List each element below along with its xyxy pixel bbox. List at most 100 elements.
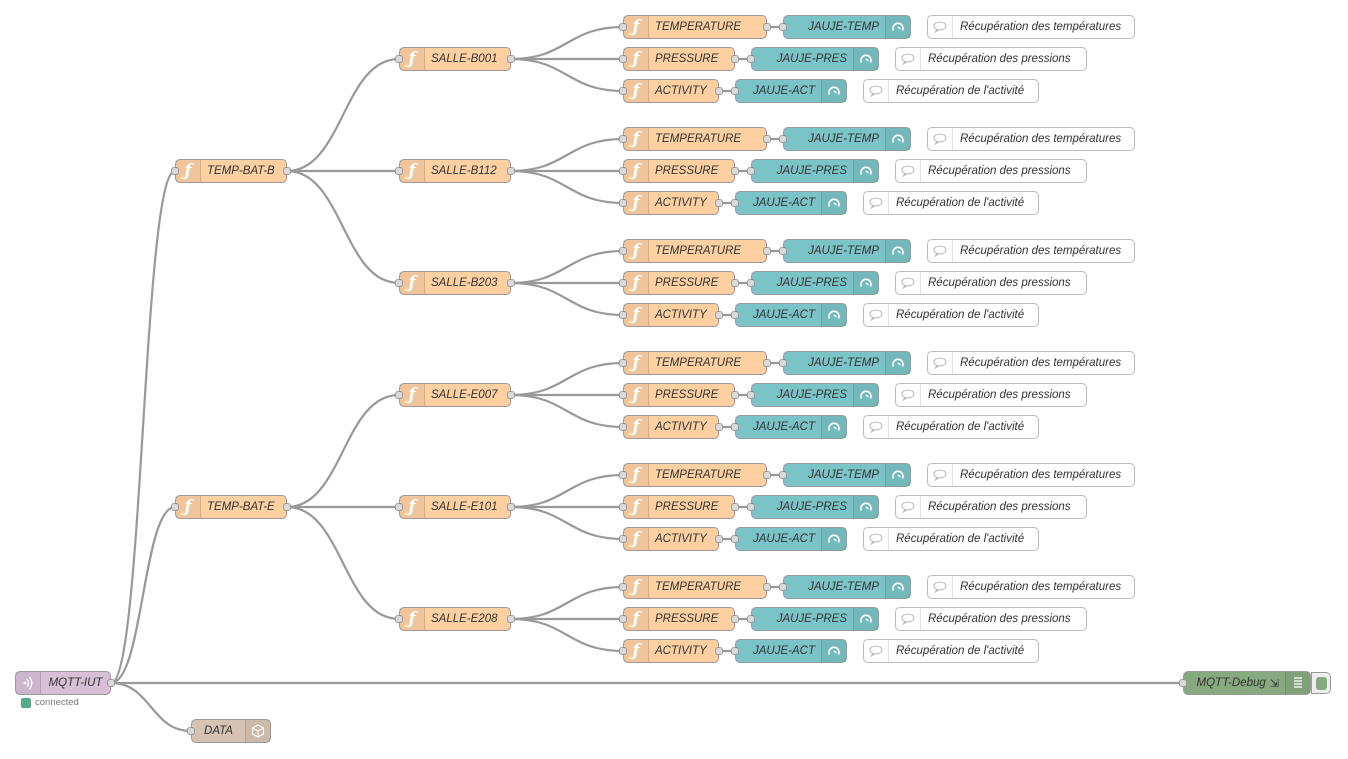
output-port[interactable] bbox=[715, 311, 723, 319]
wire[interactable] bbox=[510, 25, 624, 61]
gauge-node[interactable]: JAUJE-ACT bbox=[731, 415, 847, 439]
gauge-node[interactable]: JAUJE-TEMP bbox=[779, 351, 911, 375]
comment-node[interactable]: Récupération des températures bbox=[927, 575, 1135, 599]
input-port[interactable] bbox=[619, 535, 627, 543]
wire[interactable] bbox=[510, 361, 624, 397]
wire[interactable] bbox=[286, 393, 400, 509]
output-port[interactable] bbox=[715, 423, 723, 431]
wire[interactable] bbox=[510, 393, 624, 429]
input-port[interactable] bbox=[619, 423, 627, 431]
output-port[interactable] bbox=[763, 471, 771, 479]
input-port[interactable] bbox=[731, 311, 739, 319]
mqtt-in-node[interactable]: MQTT-IUT bbox=[15, 671, 115, 695]
input-port[interactable] bbox=[619, 503, 627, 511]
input-port[interactable] bbox=[619, 55, 627, 63]
output-port[interactable] bbox=[507, 279, 515, 287]
input-port[interactable] bbox=[395, 167, 403, 175]
input-port[interactable] bbox=[171, 503, 179, 511]
gauge-node[interactable]: JAUJE-ACT bbox=[731, 639, 847, 663]
comment-node[interactable]: Récupération de l'activité bbox=[863, 191, 1039, 215]
output-port[interactable] bbox=[715, 647, 723, 655]
output-port[interactable] bbox=[731, 167, 739, 175]
wire[interactable] bbox=[510, 169, 624, 205]
comment-node[interactable]: Récupération de l'activité bbox=[863, 415, 1039, 439]
comment-node[interactable]: Récupération des températures bbox=[927, 239, 1135, 263]
gauge-node[interactable]: JAUJE-PRES bbox=[747, 607, 879, 631]
comment-node[interactable]: Récupération des températures bbox=[927, 127, 1135, 151]
comment-node[interactable]: Récupération de l'activité bbox=[863, 527, 1039, 551]
input-port[interactable] bbox=[619, 471, 627, 479]
wire[interactable] bbox=[510, 473, 624, 509]
input-port[interactable] bbox=[779, 23, 787, 31]
comment-node[interactable]: Récupération des températures bbox=[927, 351, 1135, 375]
wire[interactable] bbox=[110, 681, 192, 733]
comment-node[interactable]: Récupération des pressions bbox=[895, 495, 1087, 519]
input-port[interactable] bbox=[395, 279, 403, 287]
gauge-node[interactable]: JAUJE-PRES bbox=[747, 47, 879, 71]
comment-node[interactable]: Récupération de l'activité bbox=[863, 303, 1039, 327]
input-port[interactable] bbox=[731, 535, 739, 543]
input-port[interactable] bbox=[747, 279, 755, 287]
input-port[interactable] bbox=[619, 311, 627, 319]
gauge-node[interactable]: JAUJE-ACT bbox=[731, 191, 847, 215]
output-port[interactable] bbox=[283, 503, 291, 511]
gauge-node[interactable]: JAUJE-TEMP bbox=[779, 15, 911, 39]
output-port[interactable] bbox=[731, 615, 739, 623]
wire[interactable] bbox=[510, 57, 624, 93]
input-port[interactable] bbox=[779, 247, 787, 255]
input-port[interactable] bbox=[395, 55, 403, 63]
comment-node[interactable]: Récupération des pressions bbox=[895, 271, 1087, 295]
comment-node[interactable]: Récupération de l'activité bbox=[863, 79, 1039, 103]
input-port[interactable] bbox=[747, 615, 755, 623]
input-port[interactable] bbox=[747, 503, 755, 511]
gauge-node[interactable]: JAUJE-ACT bbox=[731, 303, 847, 327]
wire[interactable] bbox=[110, 169, 176, 685]
gauge-node[interactable]: JAUJE-TEMP bbox=[779, 127, 911, 151]
comment-node[interactable]: Récupération des pressions bbox=[895, 47, 1087, 71]
output-port[interactable] bbox=[763, 247, 771, 255]
output-port[interactable] bbox=[731, 279, 739, 287]
gauge-node[interactable]: JAUJE-TEMP bbox=[779, 463, 911, 487]
gauge-node[interactable]: JAUJE-TEMP bbox=[779, 239, 911, 263]
input-port[interactable] bbox=[619, 23, 627, 31]
input-port[interactable] bbox=[395, 391, 403, 399]
input-port[interactable] bbox=[619, 135, 627, 143]
output-port[interactable] bbox=[107, 679, 115, 687]
wire[interactable] bbox=[286, 57, 400, 173]
input-port[interactable] bbox=[187, 727, 195, 735]
input-port[interactable] bbox=[747, 391, 755, 399]
input-port[interactable] bbox=[731, 423, 739, 431]
comment-node[interactable]: Récupération des pressions bbox=[895, 383, 1087, 407]
comment-node[interactable]: Récupération de l'activité bbox=[863, 639, 1039, 663]
wire[interactable] bbox=[286, 505, 400, 621]
wire[interactable] bbox=[110, 505, 176, 685]
output-port[interactable] bbox=[731, 391, 739, 399]
output-port[interactable] bbox=[763, 23, 771, 31]
input-port[interactable] bbox=[619, 391, 627, 399]
gauge-node[interactable]: JAUJE-PRES bbox=[747, 495, 879, 519]
input-port[interactable] bbox=[779, 135, 787, 143]
debug-node[interactable]: MQTT-Debug⇲ bbox=[1179, 671, 1311, 695]
input-port[interactable] bbox=[619, 647, 627, 655]
input-port[interactable] bbox=[779, 471, 787, 479]
output-port[interactable] bbox=[715, 87, 723, 95]
output-port[interactable] bbox=[715, 535, 723, 543]
output-port[interactable] bbox=[283, 167, 291, 175]
wire[interactable] bbox=[510, 249, 624, 285]
output-port[interactable] bbox=[507, 503, 515, 511]
